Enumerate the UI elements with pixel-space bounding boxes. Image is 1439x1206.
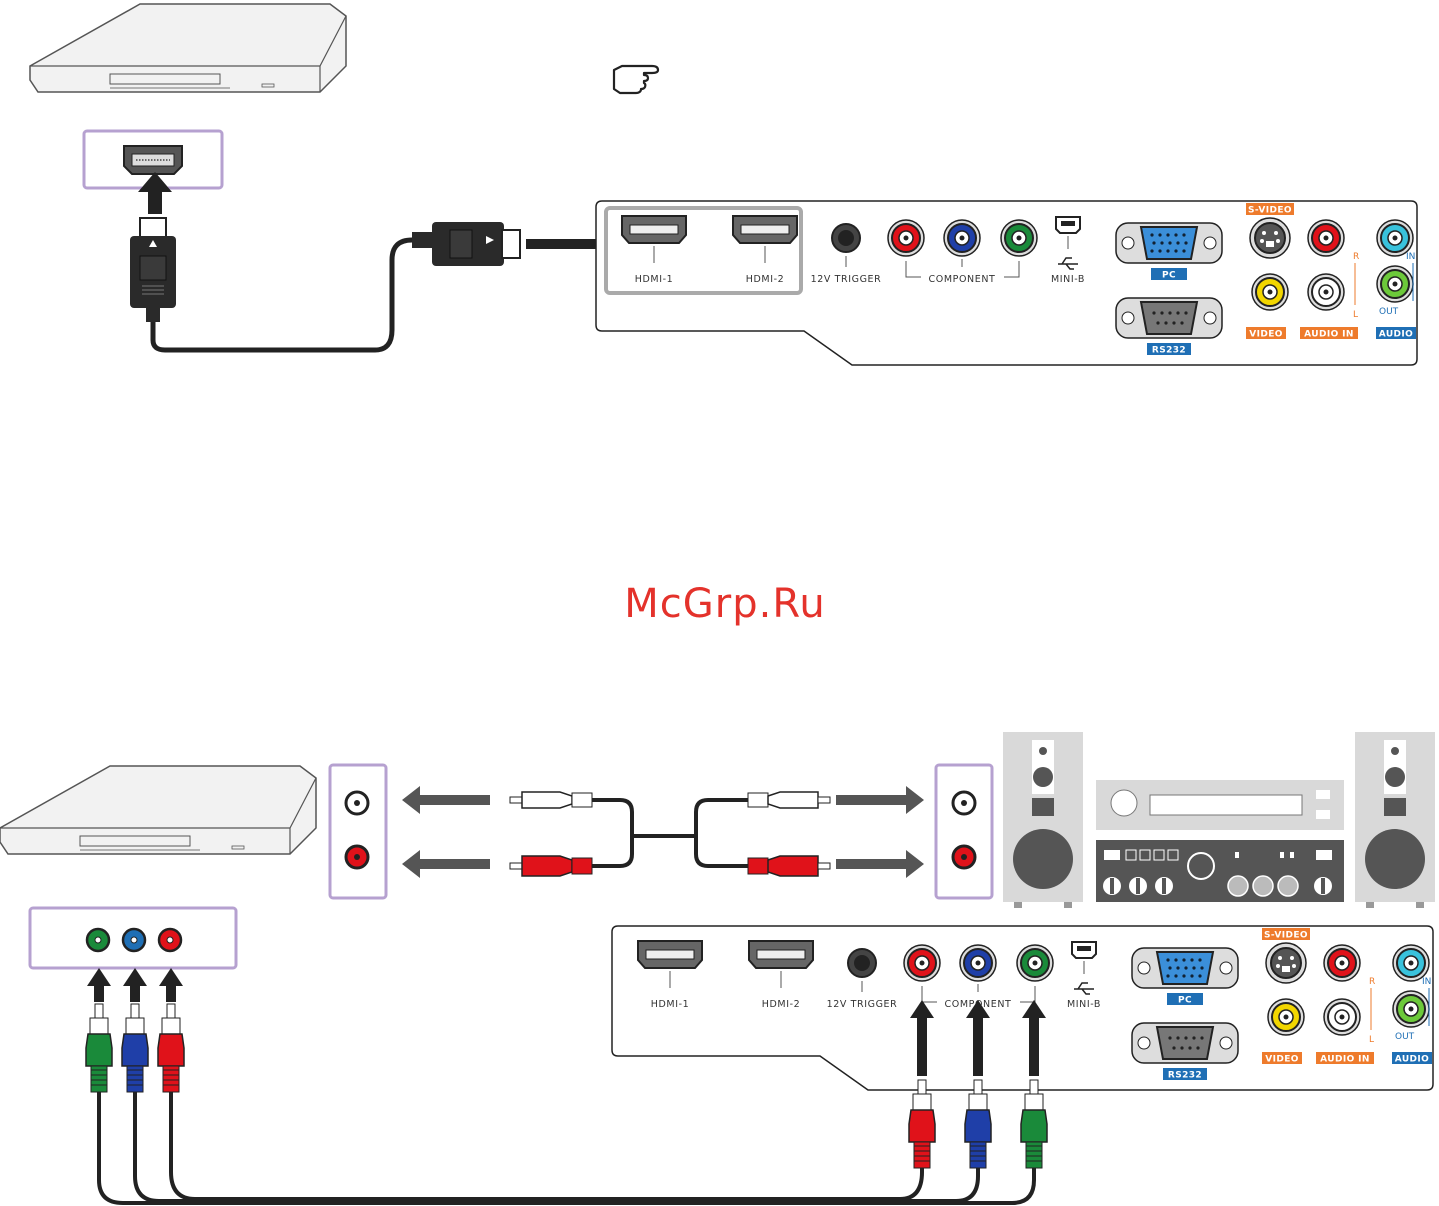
component-plug-source: [122, 1004, 148, 1092]
svg-text:IN: IN: [1422, 977, 1431, 987]
svg-text:IN: IN: [1406, 252, 1415, 262]
svg-text:S-VIDEO: S-VIDEO: [1248, 206, 1292, 216]
svg-text:AUDIO IN: AUDIO IN: [1304, 330, 1354, 340]
player-component-out-box: [30, 908, 236, 968]
video-port: [1268, 999, 1304, 1035]
audio-label: AUDIO: [1392, 1052, 1432, 1065]
pointing-hand-icon: [614, 66, 658, 93]
svg-text:L: L: [1369, 1035, 1374, 1045]
rs232-label: RS232: [1147, 343, 1191, 356]
component-plug-projector: [1021, 1080, 1047, 1168]
component-plug-source: [86, 1004, 112, 1092]
hdmi-cable: [130, 218, 520, 350]
rs232-port: [1116, 298, 1222, 338]
svg-text:S-VIDEO: S-VIDEO: [1264, 931, 1308, 941]
svg-text:R: R: [1369, 977, 1375, 987]
video-label: VIDEO: [1262, 1052, 1302, 1065]
audio-out-port: [1377, 266, 1413, 302]
svideo-label: S-VIDEO: [1246, 203, 1294, 216]
svideo-label: S-VIDEO: [1262, 928, 1310, 941]
svg-text:MINI-B: MINI-B: [1051, 274, 1085, 285]
component-plug-projector: [909, 1080, 935, 1168]
svg-text:HDMI-2: HDMI-2: [762, 999, 801, 1010]
audio-in-r-port: [1308, 220, 1344, 256]
svg-text:AUDIO: AUDIO: [1395, 1055, 1429, 1065]
svg-text:PC: PC: [1162, 271, 1176, 281]
audio-in-label: AUDIO IN: [1300, 327, 1358, 340]
projector-io-panel-top: HDMI-1 HDMI-2 12V TRIGGER COMPONENT MINI-B PC…: [596, 201, 1417, 365]
svideo-port: [1266, 943, 1306, 983]
component-pr-port: [904, 945, 940, 981]
arrow-icon: [402, 786, 924, 878]
video-label: VIDEO: [1246, 327, 1286, 340]
svg-text:AUDIO IN: AUDIO IN: [1320, 1055, 1370, 1065]
audio-out-port: [1393, 991, 1429, 1027]
component-plug-source: [158, 1004, 184, 1092]
pc-vga-port: [1116, 223, 1222, 263]
pc-vga-port: [1132, 948, 1238, 988]
svg-text:RS232: RS232: [1152, 346, 1186, 356]
component-y-port: [1017, 945, 1053, 981]
svg-text:COMPONENT: COMPONENT: [929, 274, 996, 285]
stereo-audio-in-box: [936, 765, 992, 898]
audio-in-r-port: [1324, 945, 1360, 981]
svg-text:AUDIO: AUDIO: [1379, 330, 1413, 340]
pc-label: PC: [1151, 268, 1187, 281]
svg-text:R: R: [1353, 252, 1359, 262]
stereo-system-icon: [1003, 732, 1435, 908]
component-pb-port: [960, 945, 996, 981]
svg-text:HDMI-1: HDMI-1: [635, 274, 674, 285]
audio-in-port: [1393, 945, 1429, 981]
component-pb-port: [944, 220, 980, 256]
component-plug-projector: [965, 1080, 991, 1168]
svg-text:12V TRIGGER: 12V TRIGGER: [827, 999, 898, 1010]
rs232-port: [1132, 1023, 1238, 1063]
rs232-label: RS232: [1163, 1068, 1207, 1081]
svg-text:VIDEO: VIDEO: [1265, 1055, 1299, 1065]
watermark: McGrp.Ru: [624, 581, 825, 627]
component-pr-port: [888, 220, 924, 256]
audio-in-port: [1377, 220, 1413, 256]
hdmi-source-player: [30, 4, 346, 92]
svg-text:OUT: OUT: [1395, 1032, 1415, 1042]
audio-in-label: AUDIO IN: [1316, 1052, 1374, 1065]
svideo-port: [1250, 218, 1290, 258]
svg-text:OUT: OUT: [1379, 307, 1399, 317]
pc-label: PC: [1167, 993, 1203, 1006]
audio-in-l-port: [1324, 999, 1360, 1035]
component-source-player: [0, 766, 316, 854]
video-port: [1252, 274, 1288, 310]
svg-text:HDMI-2: HDMI-2: [746, 274, 785, 285]
arrow-icon: [87, 968, 183, 1002]
audio-in-l-port: [1308, 274, 1344, 310]
audio-rca-cable: [510, 792, 830, 876]
svg-text:L: L: [1353, 310, 1358, 320]
svg-text:VIDEO: VIDEO: [1249, 330, 1283, 340]
component-y-port: [1001, 220, 1037, 256]
player-audio-out-box: [330, 765, 386, 898]
svg-text:RS232: RS232: [1168, 1071, 1202, 1081]
audio-label: AUDIO: [1376, 327, 1416, 340]
svg-text:MINI-B: MINI-B: [1067, 999, 1101, 1010]
svg-text:HDMI-1: HDMI-1: [651, 999, 690, 1010]
svg-text:PC: PC: [1178, 996, 1192, 1006]
svg-text:12V TRIGGER: 12V TRIGGER: [811, 274, 882, 285]
